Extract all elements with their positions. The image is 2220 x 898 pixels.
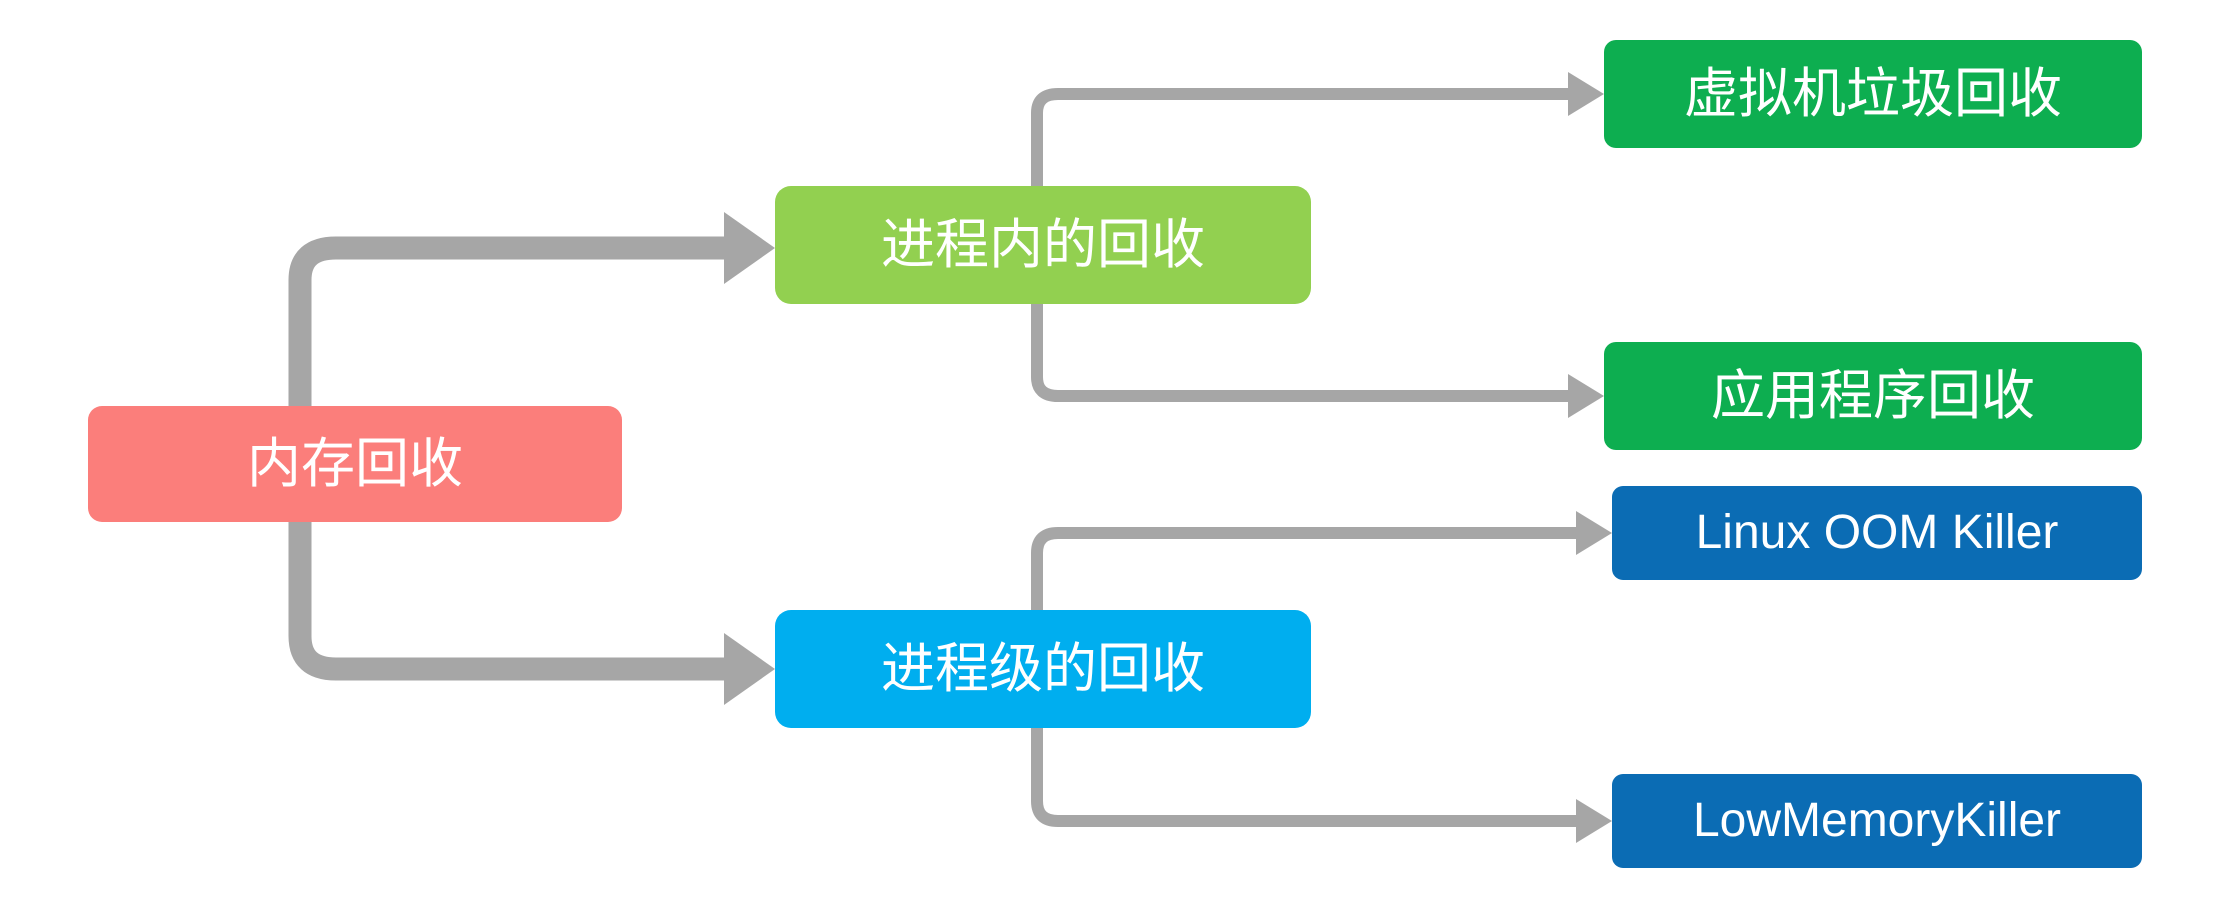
edge-process-level-to-linux-oom-killer: [1031, 511, 1612, 610]
edge-process-level-to-low-memory-killer: [1031, 728, 1612, 843]
node-linux-oom-killer-label: Linux OOM Killer: [1695, 506, 2059, 559]
node-in-process-reclaim[interactable]: 进程内的回收: [775, 186, 1311, 304]
node-low-memory-killer-label: LowMemoryKiller: [1692, 794, 2062, 847]
edge-root-to-in-process: [288, 212, 775, 520]
node-memory-reclaim-label: 内存回收: [247, 434, 463, 494]
edge-in-process-to-app-reclaim: [1031, 304, 1604, 418]
node-low-memory-killer[interactable]: LowMemoryKiller: [1612, 774, 2142, 868]
node-in-process-reclaim-label: 进程内的回收: [881, 215, 1205, 275]
node-linux-oom-killer[interactable]: Linux OOM Killer: [1612, 486, 2142, 580]
edge-in-process-to-vm-gc: [1031, 72, 1604, 186]
node-memory-reclaim[interactable]: 内存回收: [88, 406, 622, 522]
edge-root-to-process-level: [288, 522, 775, 705]
node-application-reclaim-label: 应用程序回收: [1711, 366, 2035, 426]
node-vm-garbage-collection[interactable]: 虚拟机垃圾回收: [1604, 40, 2142, 148]
node-process-level-reclaim[interactable]: 进程级的回收: [775, 610, 1311, 728]
node-application-reclaim[interactable]: 应用程序回收: [1604, 342, 2142, 450]
node-process-level-reclaim-label: 进程级的回收: [881, 639, 1205, 699]
node-vm-garbage-collection-label: 虚拟机垃圾回收: [1684, 64, 2062, 124]
